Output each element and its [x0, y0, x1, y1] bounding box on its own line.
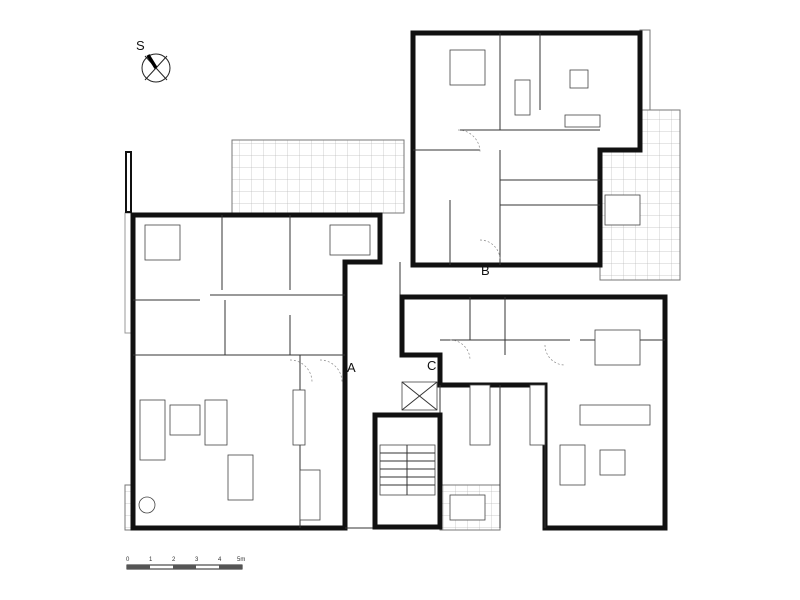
unit-a: [130, 212, 383, 531]
corridor: [345, 262, 401, 529]
wall-fragment: [125, 151, 132, 213]
compass-needle-icon: [146, 54, 158, 69]
unit-b-outline: [410, 30, 643, 268]
unit-b: [410, 30, 643, 268]
scale-bar: 0 1 2 3 4 5m: [126, 557, 245, 570]
compass-label: S: [136, 38, 145, 53]
scale-tick: 1: [149, 557, 153, 563]
terrace-top-left: [231, 139, 405, 214]
stairwell: [372, 381, 443, 530]
unit-a-outline: [130, 212, 383, 531]
unit-label-a: A: [347, 360, 356, 375]
compass: S: [136, 38, 171, 83]
unit-label-b: B: [481, 263, 490, 278]
unit-label-c: C: [427, 358, 436, 373]
scale-tick: 2: [172, 557, 176, 563]
scale-tick: 0: [126, 557, 130, 563]
scale-tick: 5m: [237, 557, 245, 563]
compass-circle-icon: [141, 53, 171, 83]
scale-tick: 3: [195, 557, 199, 563]
scale-tick: 4: [218, 557, 222, 563]
